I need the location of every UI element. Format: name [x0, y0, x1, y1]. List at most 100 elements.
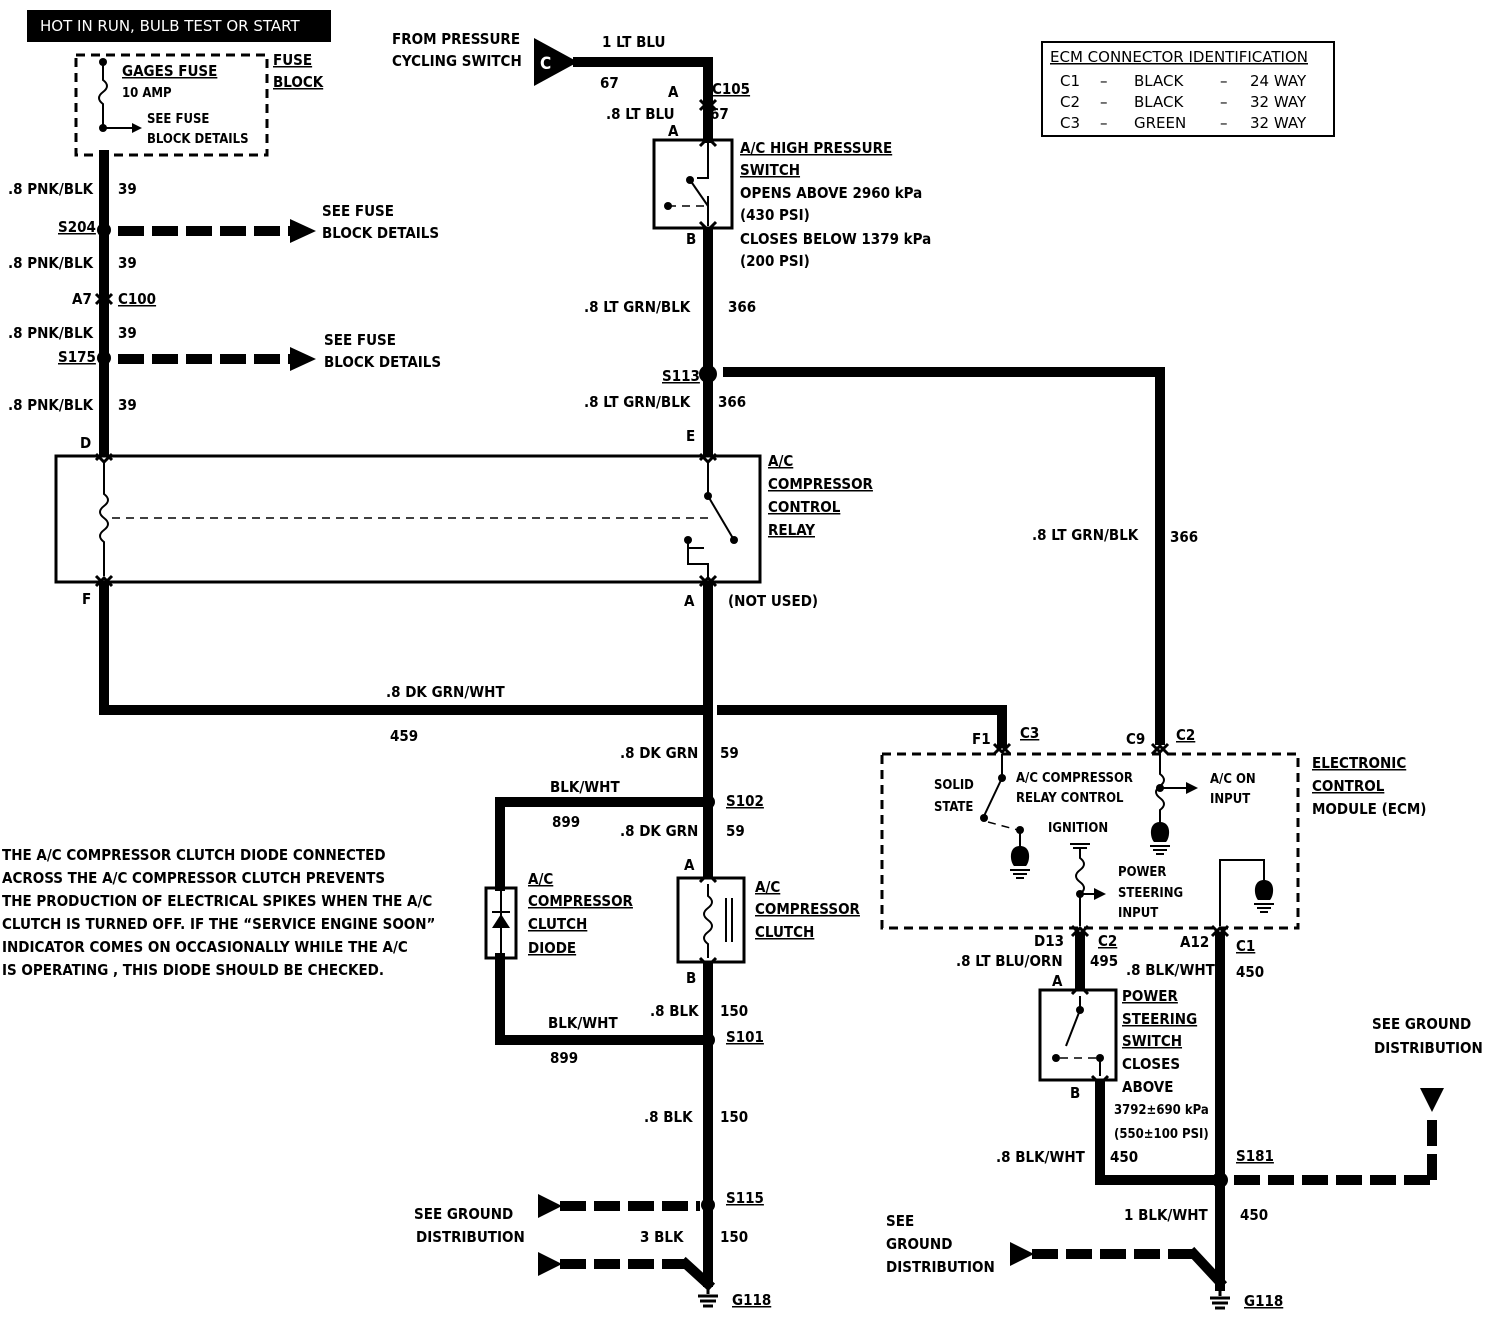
ecm-name-line2: CONTROL: [1312, 777, 1385, 795]
see-ground-l-line2: GROUND: [886, 1235, 952, 1253]
clutch-name-line2: COMPRESSOR: [755, 900, 861, 918]
see-ground-r-line2: DISTRIBUTION: [1374, 1039, 1483, 1057]
left-column: .8 PNK/BLK 39 S204 SEE FUSE BLOCK DETAIL…: [8, 150, 441, 457]
diode-name-line3: CLUTCH: [528, 915, 587, 933]
gages-fuse-name: GAGES FUSE: [122, 62, 217, 80]
ecm-row-1-id: C1: [1060, 72, 1080, 90]
see-ground-1-line2: DISTRIBUTION: [416, 1228, 525, 1246]
w150b-gauge: .8 BLK: [644, 1108, 693, 1126]
ground-g118-right-label: G118: [1244, 1292, 1283, 1310]
wire-67-circuit: 67: [600, 74, 619, 92]
note-line-4: CLUTCH IS TURNED OFF. IF THE “SERVICE EN…: [2, 915, 435, 933]
relay-pin-d: D: [80, 434, 91, 452]
w59b-gauge: .8 DK GRN: [620, 822, 698, 840]
c100-pin: A7: [72, 290, 92, 308]
ecm-row-3-color: GREEN: [1134, 114, 1186, 132]
clutch-name-line3: CLUTCH: [755, 923, 814, 941]
ps-pin-b: B: [1070, 1084, 1080, 1102]
splice-s113: S113: [662, 367, 700, 385]
pressure-source-line2: CYCLING SWITCH: [392, 52, 522, 70]
ecm-row-3-dash2: –: [1220, 114, 1228, 132]
splice-s175: S175: [58, 348, 96, 366]
ecm-connector-table: ECM CONNECTOR IDENTIFICATION C1 – BLACK …: [1041, 41, 1335, 137]
ecm-row-3-dash1: –: [1100, 114, 1108, 132]
relay-name-line2: COMPRESSOR: [768, 475, 874, 493]
w59b-circuit: 59: [726, 822, 745, 840]
splice-s181: S181: [1236, 1147, 1274, 1165]
ecm-row-2-dash1: –: [1100, 93, 1108, 111]
ecm-ps-line3: INPUT: [1118, 906, 1158, 921]
ac-high-pressure-switch: A/C HIGH PRESSURE SWITCH OPENS ABOVE 296…: [652, 135, 931, 270]
ecm-row-2-ways: 32 WAY: [1250, 93, 1307, 111]
w150b-circuit: 150: [720, 1108, 748, 1126]
ecm-ps-line1: POWER: [1118, 865, 1166, 880]
diode-wire-bot: BLK/WHT: [548, 1014, 618, 1032]
w459-gauge: .8 DK GRN/WHT: [386, 683, 505, 701]
relay-pin-a: A: [684, 592, 695, 610]
w459-circuit: 459: [390, 727, 418, 745]
fuse-block-label-line1: FUSE: [273, 51, 312, 69]
connector-c-letter: C: [540, 54, 551, 74]
diode-name-line2: COMPRESSOR: [528, 892, 634, 910]
w366c-circuit: 366: [1170, 528, 1198, 546]
w150c-circuit: 150: [720, 1228, 748, 1246]
ps-switch-line4: CLOSES: [1122, 1055, 1180, 1073]
diode-name-line4: DIODE: [528, 939, 576, 957]
note-block: THE A/C COMPRESSOR CLUTCH DIODE CONNECTE…: [2, 846, 435, 979]
w150c-gauge: 3 BLK: [640, 1228, 684, 1246]
hps-pin-b: B: [686, 230, 696, 248]
ecm-ac-on-line1: A/C ON: [1210, 772, 1256, 787]
w495-gauge: .8 LT BLU/ORN: [956, 952, 1063, 970]
center-column: .8 LT GRN/BLK 366 S113 .8 LT GRN/BLK 366…: [584, 227, 1198, 745]
wire-67b-gauge: .8 LT BLU: [606, 105, 675, 123]
note-line-3: THE PRODUCTION OF ELECTRICAL SPIKES WHEN…: [2, 892, 432, 910]
ground-g118-left: [698, 1282, 718, 1308]
ecm-row-2-id: C2: [1060, 93, 1080, 111]
clutch-name-line1: A/C: [755, 878, 780, 896]
ecm-row-1-dash1: –: [1100, 72, 1108, 90]
ecm-ignition: IGNITION: [1048, 821, 1108, 836]
w366a-circuit: 366: [728, 298, 756, 316]
ecm-solid-line1: SOLID: [934, 778, 974, 793]
ecm-row-2-dash2: –: [1220, 93, 1228, 111]
relay-name-line1: A/C: [768, 452, 793, 470]
w4-circuit: 39: [118, 396, 137, 414]
splice-s115: S115: [726, 1189, 764, 1207]
w3-gauge: .8 PNK/BLK: [8, 324, 94, 342]
w4-gauge: .8 PNK/BLK: [8, 396, 94, 414]
splice-s102: S102: [726, 792, 764, 810]
ecm-row-1-ways: 24 WAY: [1250, 72, 1307, 90]
ecm-ps-line2: STEERING: [1118, 886, 1183, 901]
hps-name-line2: SWITCH: [740, 161, 800, 179]
w150a-gauge: .8 BLK: [650, 1002, 699, 1020]
note-line-6: IS OPERATING , THIS DIODE SHOULD BE CHEC…: [2, 961, 384, 979]
w450a-circuit: 450: [1236, 963, 1264, 981]
ecm-row-1-color: BLACK: [1134, 72, 1184, 90]
c105-pin-a: A: [668, 83, 679, 101]
w1-gauge: .8 PNK/BLK: [8, 180, 94, 198]
pressure-source-line1: FROM PRESSURE: [392, 30, 520, 48]
w366a-gauge: .8 LT GRN/BLK: [584, 298, 691, 316]
w3-circuit: 39: [118, 324, 137, 342]
w1-circuit: 39: [118, 180, 137, 198]
ecm-relay-ctrl-line2: RELAY CONTROL: [1016, 791, 1124, 806]
ps-switch-line6: 3792±690 kPa: [1114, 1103, 1209, 1118]
hps-name-line1: A/C HIGH PRESSURE: [740, 139, 892, 157]
clutch-column: .8 DK GRN 59 S102 BLK/WHT 899 .8 DK GRN …: [414, 583, 861, 1309]
ecm-row-2-color: BLACK: [1134, 93, 1184, 111]
w2-circuit: 39: [118, 254, 137, 272]
diode-name-line1: A/C: [528, 870, 553, 888]
see-ground-1-line1: SEE GROUND: [414, 1205, 513, 1223]
hps-closes-psi: (200 PSI): [740, 252, 810, 270]
ps-switch-line2: STEERING: [1122, 1010, 1197, 1028]
ecm-table-title: ECM CONNECTOR IDENTIFICATION: [1050, 48, 1308, 66]
splice-s101: S101: [726, 1028, 764, 1046]
ecm-solid-line2: STATE: [934, 800, 973, 815]
hps-opens: OPENS ABOVE 2960 kPa: [740, 184, 922, 202]
c105-id: C105: [712, 80, 750, 98]
ps-switch-line3: SWITCH: [1122, 1032, 1182, 1050]
see-fuse-2-line1: SEE FUSE: [324, 331, 396, 349]
ecm-pin-c9: C9: [1126, 730, 1145, 748]
w450b-gauge: .8 BLK/WHT: [996, 1148, 1086, 1166]
ecm-pin-d13: D13: [1034, 932, 1064, 950]
